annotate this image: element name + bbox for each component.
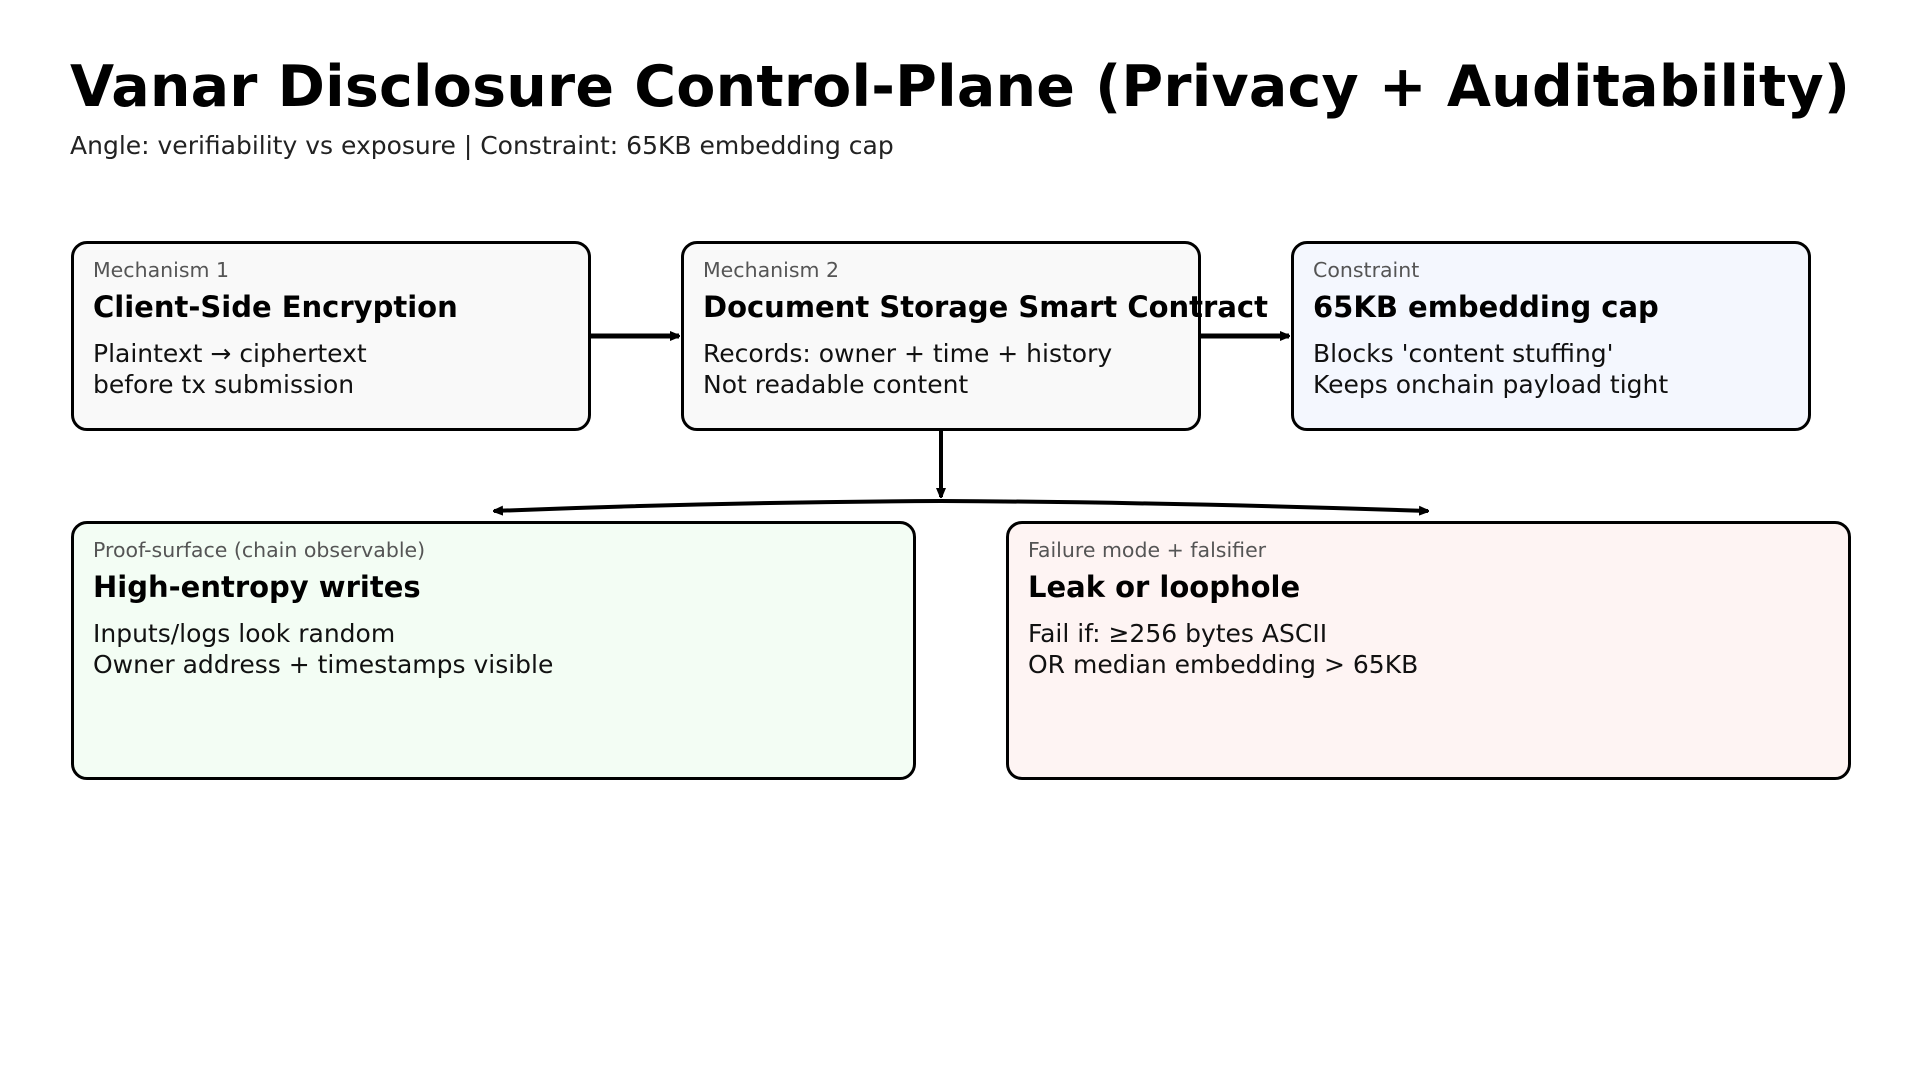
node-label: Constraint	[1313, 258, 1420, 282]
node-body-line: Owner address + timestamps visible	[93, 650, 554, 679]
node-body: Plaintext → ciphertext before tx submiss…	[93, 338, 367, 400]
node-body-line: OR median embedding > 65KB	[1028, 650, 1419, 679]
node-heading: 65KB embedding cap	[1313, 290, 1659, 324]
node-proof-surface: Proof-surface (chain observable) High-en…	[71, 521, 916, 780]
page-subtitle: Angle: verifiability vs exposure | Const…	[70, 131, 894, 160]
node-body: Inputs/logs look random Owner address + …	[93, 618, 553, 680]
node-body: Blocks 'content stuffing' Keeps onchain …	[1313, 338, 1668, 400]
node-label: Proof-surface (chain observable)	[93, 538, 426, 562]
node-body-line: Not readable content	[703, 370, 969, 399]
node-body: Records: owner + time + history Not read…	[703, 338, 1112, 400]
node-label: Mechanism 1	[93, 258, 230, 282]
edge-mechanism2-to-failure-mode	[940, 499, 1428, 511]
node-body-line: Plaintext → ciphertext	[93, 339, 367, 368]
node-label: Failure mode + falsifier	[1028, 538, 1267, 562]
node-body-line: Blocks 'content stuffing'	[1313, 339, 1614, 368]
node-body-line: Inputs/logs look random	[93, 619, 396, 648]
edge-mechanism2-to-proof-surface	[494, 499, 942, 511]
node-label: Mechanism 2	[703, 258, 840, 282]
page-title: Vanar Disclosure Control-Plane (Privacy …	[70, 54, 1851, 120]
node-body-line: Keeps onchain payload tight	[1313, 370, 1669, 399]
node-heading: High-entropy writes	[93, 570, 421, 604]
node-body-line: Records: owner + time + history	[703, 339, 1113, 368]
node-constraint: Constraint 65KB embedding cap Blocks 'co…	[1291, 241, 1811, 431]
node-body-line: before tx submission	[93, 370, 355, 399]
node-body-line: Fail if: ≥256 bytes ASCII	[1028, 619, 1328, 648]
node-heading: Leak or loophole	[1028, 570, 1301, 604]
node-heading: Document Storage Smart Contract	[703, 290, 1268, 324]
node-mechanism-2: Mechanism 2 Document Storage Smart Contr…	[681, 241, 1268, 431]
node-mechanism-1: Mechanism 1 Client-Side Encryption Plain…	[71, 241, 591, 431]
node-failure-mode: Failure mode + falsifier Leak or loophol…	[1006, 521, 1851, 780]
node-heading: Client-Side Encryption	[93, 290, 458, 324]
node-body: Fail if: ≥256 bytes ASCII OR median embe…	[1028, 618, 1418, 680]
